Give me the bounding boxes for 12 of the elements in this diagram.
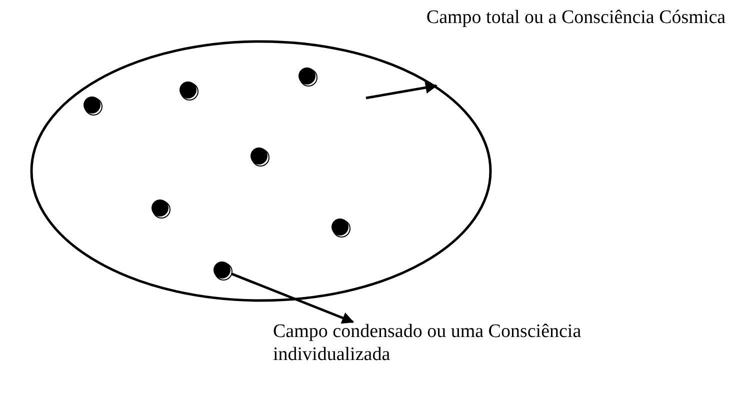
dot [331, 218, 351, 238]
arrow [366, 82, 438, 100]
dot [298, 67, 318, 87]
dot [213, 261, 233, 281]
dot [250, 147, 270, 167]
dot [151, 199, 171, 219]
dot [179, 81, 199, 101]
annotation-text: Campo total ou a Consciência Cósmica [426, 6, 726, 29]
field-ellipse [30, 40, 492, 302]
arrow [230, 272, 354, 324]
annotation-text: Campo condensado ou uma Consciência individualizada [273, 320, 603, 366]
dot [83, 96, 103, 116]
